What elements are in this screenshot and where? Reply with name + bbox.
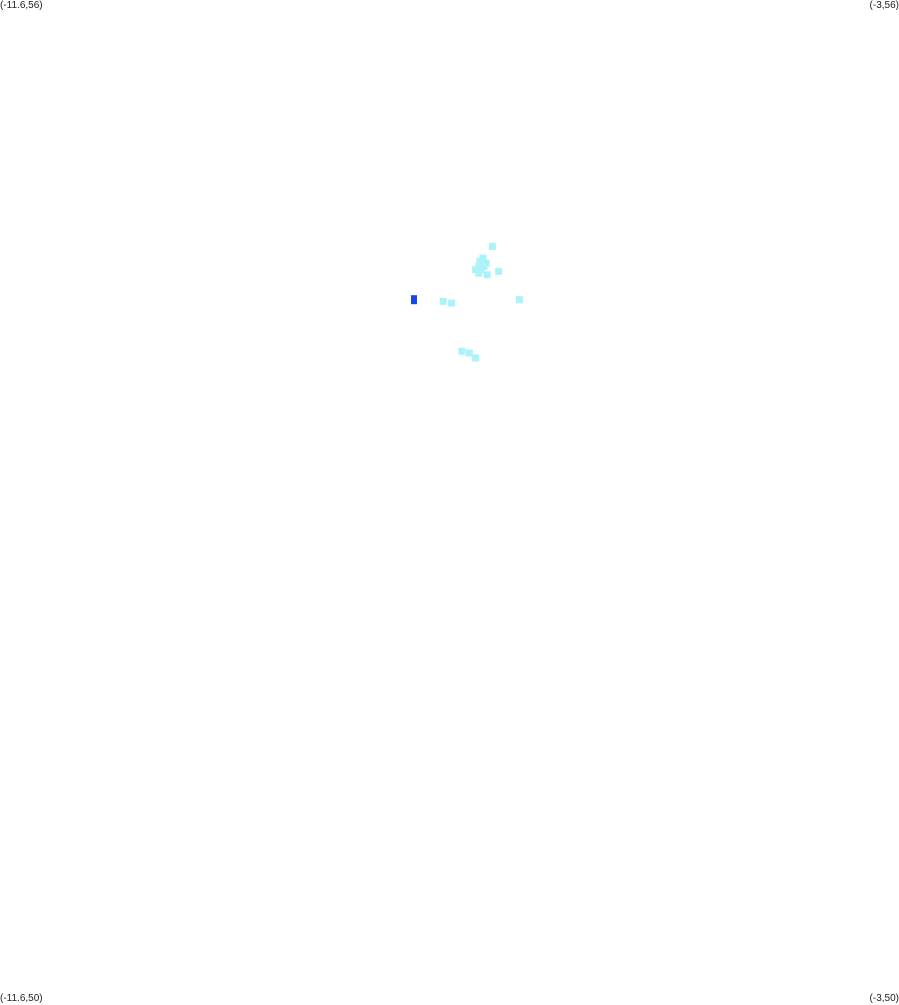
top-right-coordinate-label: (-3,56) — [869, 0, 899, 11]
map-point — [495, 267, 503, 275]
map-point — [483, 271, 491, 279]
highlighted-map-point — [411, 295, 417, 305]
map-point — [458, 347, 466, 355]
map-point — [448, 299, 456, 307]
map-point — [472, 354, 480, 362]
map-point — [488, 242, 496, 250]
map-point — [476, 257, 484, 265]
top-left-coordinate-label: (-11.6,56) — [0, 0, 43, 11]
map-point — [475, 269, 483, 277]
map-point — [516, 296, 523, 304]
map-point — [465, 349, 473, 357]
map-point — [482, 259, 490, 267]
map-point — [439, 297, 447, 305]
